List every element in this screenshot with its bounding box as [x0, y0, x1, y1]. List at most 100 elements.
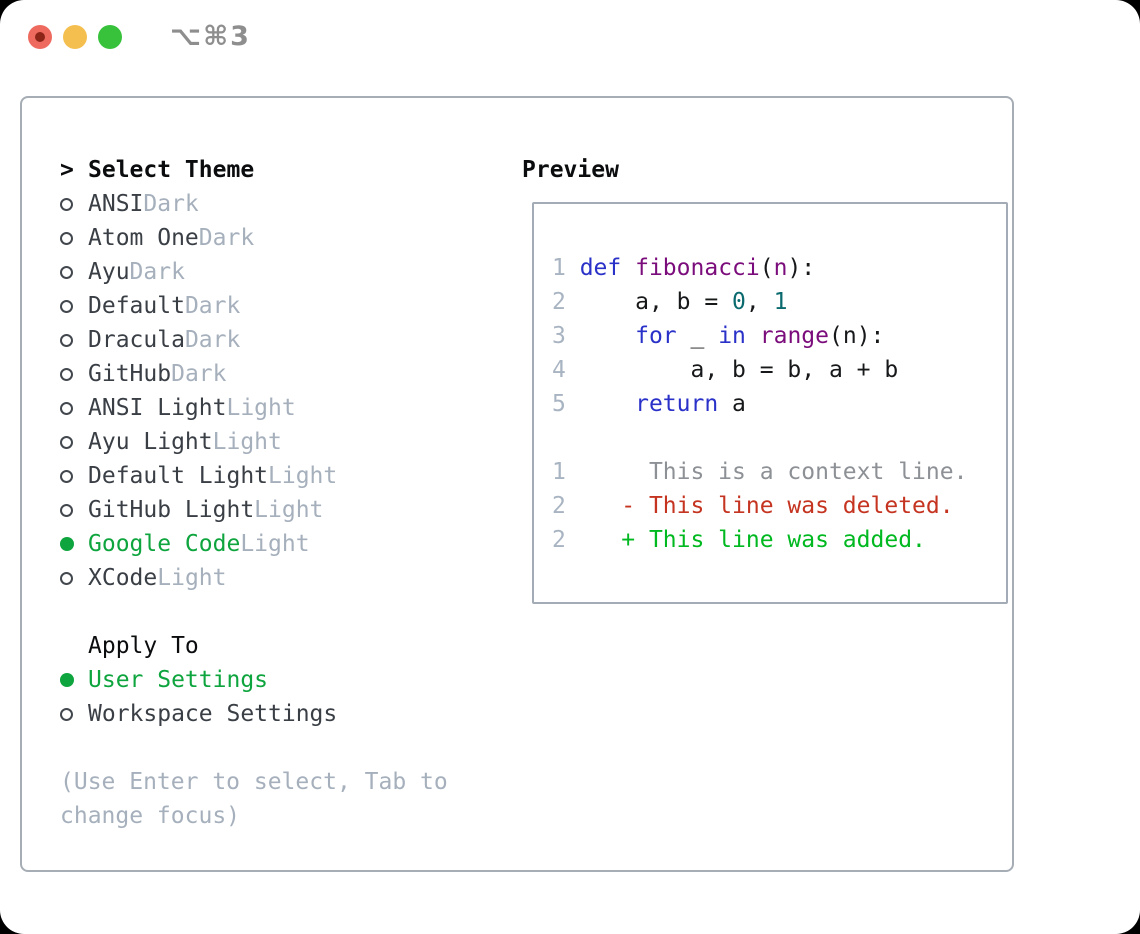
close-button[interactable] — [28, 25, 52, 49]
radio-glyph — [60, 197, 73, 211]
line-number: 3 — [552, 323, 580, 349]
code-segment: fibonacci — [635, 255, 760, 281]
radio-glyph — [60, 401, 73, 415]
option-ansi-light[interactable]: ANSI Light Light — [60, 391, 448, 425]
radio-glyph — [60, 333, 73, 347]
code-line: 2 a, b = 0, 1 — [552, 285, 967, 319]
spacer — [60, 731, 448, 765]
theme-variant-label: Dark — [143, 191, 199, 217]
radio-selected-icon — [60, 673, 88, 687]
theme-variant-label: Dark — [198, 225, 255, 251]
radio-icon — [60, 503, 88, 517]
theme-variant-label: Dark — [129, 259, 185, 285]
radio-glyph — [60, 503, 73, 517]
theme-variant-label: Light — [240, 531, 310, 557]
minimize-button[interactable] — [63, 25, 87, 49]
apply-option-label: Workspace Settings — [88, 701, 338, 727]
code-segment: 1 — [773, 289, 788, 315]
close-dot-icon — [35, 32, 45, 42]
option-workspace-settings[interactable]: Workspace Settings — [60, 697, 448, 731]
apply-to-header: Apply To — [60, 629, 448, 663]
theme-variant-label: Dark — [184, 293, 241, 319]
radio-glyph — [60, 231, 73, 245]
radio-icon — [60, 571, 88, 585]
code-segment — [580, 323, 635, 349]
radio-icon — [60, 299, 88, 313]
hint-text-line-1: (Use Enter to select, Tab to — [60, 769, 448, 795]
radio-glyph — [60, 299, 73, 313]
code-segment: in — [718, 323, 746, 349]
code-segment: n — [773, 255, 788, 281]
line-number: 1 — [552, 459, 580, 485]
theme-variant-label: Light — [226, 395, 296, 421]
code-segment: _ — [676, 323, 719, 349]
theme-label: Default — [88, 293, 185, 319]
line-number: 4 — [552, 357, 580, 383]
option-ansi[interactable]: ANSI Dark — [60, 187, 448, 221]
code-segment — [580, 391, 635, 417]
code-segment: a — [718, 391, 746, 417]
line-number: 2 — [552, 493, 580, 519]
apply-to-title: Apply To — [88, 633, 199, 659]
code-segment: 0 — [732, 289, 746, 315]
code-line: 4 a, b = b, a + b — [552, 353, 967, 387]
radio-glyph — [60, 265, 73, 279]
radio-icon — [60, 401, 88, 415]
radio-icon — [60, 231, 88, 245]
code-segment: a, b = b, a + b — [579, 357, 899, 383]
prompt-caret-icon: > — [60, 157, 74, 183]
code-segment: a, b = — [579, 289, 733, 315]
theme-label: GitHub — [88, 361, 172, 387]
option-xcode[interactable]: XCode Light — [60, 561, 448, 595]
theme-label: Default Light — [88, 463, 269, 489]
option-github[interactable]: GitHub Dark — [60, 357, 448, 391]
theme-variant-label: Light — [157, 565, 227, 591]
option-default[interactable]: Default Dark — [60, 289, 448, 323]
option-github-light[interactable]: GitHub Light Light — [60, 493, 448, 527]
option-default-light[interactable]: Default Light Light — [60, 459, 448, 493]
code-line: 3 for _ in range(n): — [552, 319, 967, 353]
radio-icon — [60, 333, 88, 347]
theme-label: Ayu Light — [88, 429, 213, 455]
theme-label: Dracula — [88, 327, 185, 353]
theme-label: XCode — [88, 565, 158, 591]
code-line: 1 def fibonacci(n): — [552, 251, 967, 285]
option-ayu-light[interactable]: Ayu Light Light — [60, 425, 448, 459]
radio-glyph — [60, 367, 73, 381]
theme-variant-label: Light — [254, 497, 324, 523]
option-dracula[interactable]: Dracula Dark — [60, 323, 448, 357]
option-user-settings[interactable]: User Settings — [60, 663, 448, 697]
theme-label: ANSI Light — [88, 395, 227, 421]
code-line: 5 return a — [552, 387, 967, 421]
radio-selected-icon — [60, 537, 88, 551]
radio-glyph — [60, 707, 73, 721]
radio-icon — [60, 367, 88, 381]
radio-icon — [60, 469, 88, 483]
theme-label: Atom One — [88, 225, 199, 251]
theme-label: ANSI — [88, 191, 144, 217]
code-segment: + This line was added. — [579, 527, 926, 553]
theme-label: GitHub Light — [88, 497, 255, 523]
zoom-button[interactable] — [98, 25, 122, 49]
radio-icon — [60, 265, 88, 279]
theme-variant-label: Light — [212, 429, 282, 455]
option-google-code[interactable]: Google Code Light — [60, 527, 448, 561]
line-number: 1 — [552, 255, 580, 281]
select-theme-header: > Select Theme — [60, 153, 448, 187]
code-line: 2 + This line was added. — [552, 523, 967, 557]
option-atom-one[interactable]: Atom One Dark — [60, 221, 448, 255]
line-number: 2 — [552, 527, 580, 553]
code-segment: - This line was deleted. — [579, 493, 954, 519]
option-ayu[interactable]: Ayu Dark — [60, 255, 448, 289]
theme-variant-label: Dark — [171, 361, 227, 387]
radio-icon — [60, 197, 88, 211]
code-segment: range — [759, 323, 829, 349]
hint-text-line-2: change focus) — [60, 803, 241, 829]
radio-glyph — [60, 435, 73, 449]
